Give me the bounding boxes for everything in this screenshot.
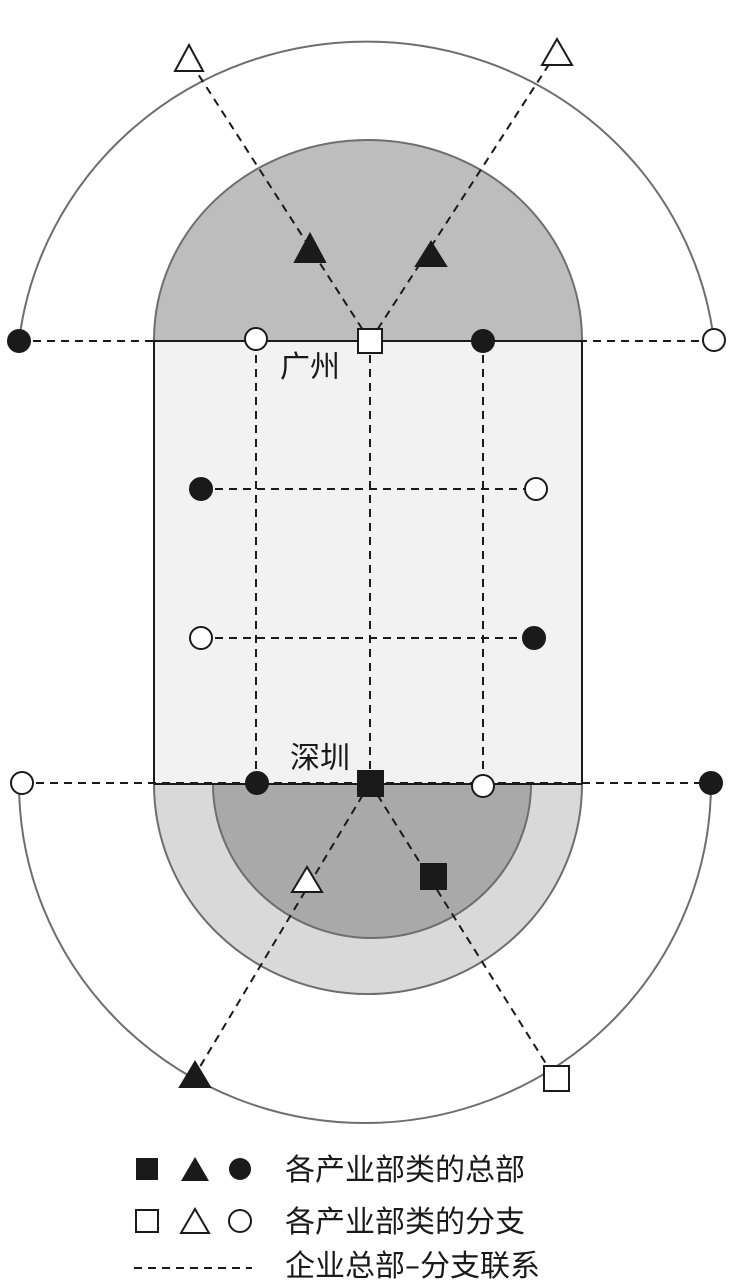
branch-triangle [540,36,574,66]
link-lines [19,51,714,1079]
gz-sz-corridor [153,340,583,785]
outer-arc-top [18,40,715,342]
branch-square [543,1065,570,1092]
hq-circle [7,329,31,353]
hq-triangle [293,231,327,263]
guangzhou-label: 广州 [280,350,340,385]
shenzhen-label: 深圳 [290,741,350,776]
hq-square [357,770,384,797]
shenzhen-inner-cap [211,783,533,939]
branch-circle [244,327,268,351]
legend-label-branches: 各产业部类的分支 [285,1205,525,1240]
filled-circle-icon [229,1158,251,1180]
branch-circle [471,774,495,798]
legend-row-headquarters: 各产业部类的总部 [136,1153,525,1188]
hq-triangle [414,240,448,267]
hollow-circle-icon [228,1209,252,1233]
legend-label-headquarters: 各产业部类的总部 [285,1153,525,1188]
legend-row-branches: 各产业部类的分支 [135,1205,525,1240]
hq-triangle [178,1060,212,1088]
hq-circle [245,771,269,795]
hq-circle [522,626,546,650]
branch-markers [10,36,726,1092]
legend-label-link: 企业总部–分支联系 [285,1249,540,1284]
hq-circle [699,771,723,795]
hq-square [420,863,447,890]
hq-circle [471,329,495,353]
legend-row-link: 企业总部–分支联系 [134,1249,540,1284]
filled-square-icon [136,1158,158,1180]
hq-circle [189,477,213,501]
hollow-triangle-icon [179,1207,211,1234]
branch-circle [524,477,548,501]
branch-circle [702,328,726,352]
hollow-square-icon [135,1209,159,1233]
branch-triangle [173,42,205,72]
guangzhou-cap [153,139,583,342]
outer-arc-bottom [18,782,712,1124]
branch-circle [10,771,34,795]
branch-triangle [290,865,324,893]
headquarters-markers [7,231,723,1088]
legend: 各产业部类的总部 各产业部类的分支 企业总部–分支联系 [134,1153,540,1284]
branch-square [357,328,383,354]
branch-circle [189,626,213,650]
filled-triangle-icon [181,1157,209,1181]
